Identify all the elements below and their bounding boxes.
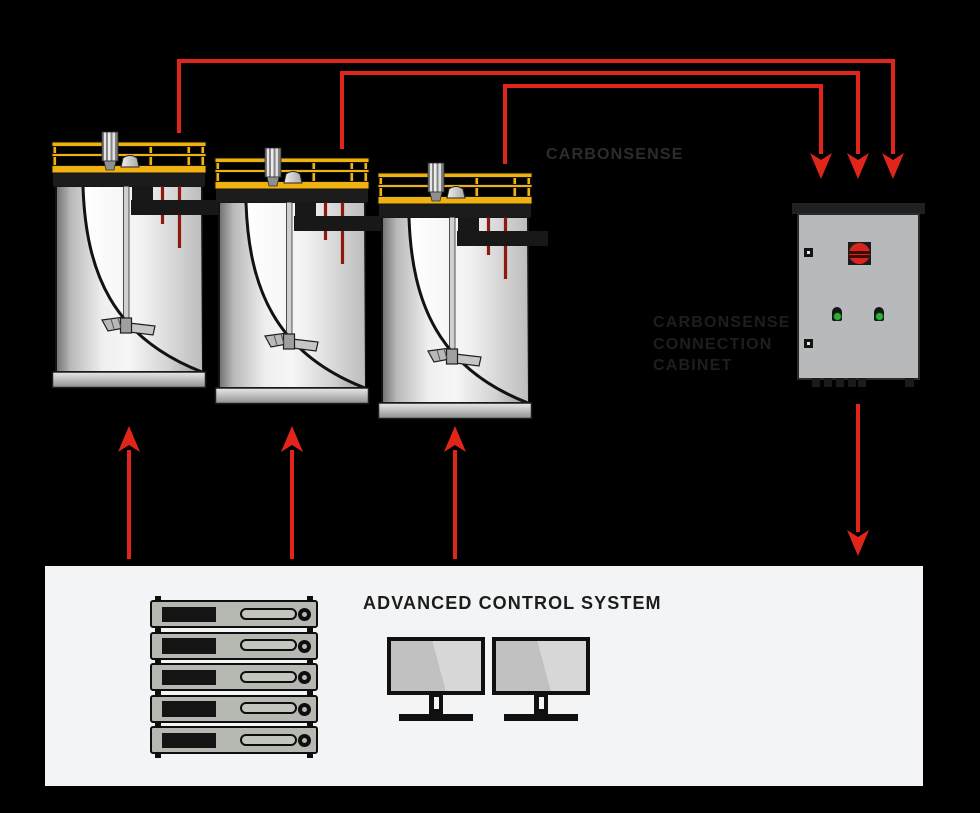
tank-3 xyxy=(376,161,550,421)
monitor-base xyxy=(399,714,473,721)
monitor-screen xyxy=(492,637,590,695)
monitor-screen xyxy=(387,637,485,695)
indicator-light-1 xyxy=(832,307,842,321)
connection-cabinet xyxy=(792,203,925,393)
server-unit xyxy=(150,627,318,664)
cabinet-door xyxy=(797,213,920,380)
control-system-title: ADVANCED CONTROL SYSTEM xyxy=(363,593,662,613)
indicator-light-2 xyxy=(874,307,884,321)
server-power-knob xyxy=(298,734,311,747)
rack-ear xyxy=(155,753,161,758)
control-system-panel: ADVANCED CONTROL SYSTEM xyxy=(45,566,923,786)
main-switch-knob xyxy=(849,243,870,264)
rack-ear xyxy=(307,596,313,601)
connection-tank3-to-cabinet xyxy=(503,84,823,164)
carbonsense-label: CARBONSENSE xyxy=(546,146,684,163)
cabinet-top-bar xyxy=(792,203,925,214)
tank-1 xyxy=(50,130,224,390)
rack-ear xyxy=(155,722,161,727)
server-rack xyxy=(150,596,318,758)
rack-ear xyxy=(155,596,161,601)
cabinet-label: CARBONSENSE CONNECTION CABINET xyxy=(653,312,791,377)
rack-ear xyxy=(155,659,161,664)
arrowhead-into-cabinet-left xyxy=(810,153,832,179)
server-vent-panel xyxy=(162,701,216,717)
server-drive-bay xyxy=(240,702,297,714)
main-switch-plate xyxy=(848,242,871,265)
door-hinge-top xyxy=(804,248,813,257)
monitor-base xyxy=(504,714,578,721)
server-unit xyxy=(150,659,318,695)
rack-ear xyxy=(307,659,313,664)
cabinet-gland xyxy=(812,378,820,387)
server-drive-bay xyxy=(240,733,297,746)
tanks xyxy=(50,130,550,421)
rack-ear xyxy=(307,690,313,696)
server-power-knob xyxy=(298,671,311,684)
server-power-knob xyxy=(298,702,311,716)
arrowhead-into-cabinet-right xyxy=(882,153,904,179)
cabinet-label-line2: CONNECTION xyxy=(653,335,773,353)
rack-ear xyxy=(307,753,313,758)
arrowhead-into-control-system xyxy=(847,530,869,556)
server-drive-bay xyxy=(240,670,297,683)
arrowhead-to-tank1 xyxy=(118,426,140,452)
server-power-knob xyxy=(298,608,311,621)
server-unit xyxy=(150,722,318,758)
rack-ear xyxy=(155,690,161,696)
cabinet-gland xyxy=(905,378,914,387)
cabinet-gland xyxy=(848,378,856,387)
server-vent-panel xyxy=(162,638,216,654)
connection-tank1-to-cabinet xyxy=(177,59,895,154)
cabinet-gland xyxy=(836,378,844,387)
rack-ear xyxy=(155,627,161,633)
server-vent-panel xyxy=(162,606,216,622)
connections-layer xyxy=(118,59,904,559)
server-drive-bay xyxy=(240,639,297,651)
monitor xyxy=(387,637,485,723)
switch-handle xyxy=(849,255,870,258)
arrowhead-to-tank2 xyxy=(281,426,303,452)
connection-tank2-to-cabinet xyxy=(340,71,860,154)
cabinet-label-line3: CABINET xyxy=(653,357,733,374)
arrowhead-into-cabinet-middle xyxy=(847,153,869,179)
server-unit xyxy=(150,596,318,632)
cabinet-label-line1: CARBONSENSE xyxy=(653,314,791,331)
monitors xyxy=(387,637,647,727)
switch-handle xyxy=(849,251,870,254)
arrowhead-to-tank3 xyxy=(444,426,466,452)
door-hinge-bottom xyxy=(804,339,813,348)
cabinet-gland xyxy=(824,378,832,387)
server-unit xyxy=(150,690,318,727)
rack-ear xyxy=(307,627,313,633)
server-vent-panel xyxy=(162,669,216,685)
monitor xyxy=(492,637,590,723)
server-vent-panel xyxy=(162,732,216,748)
cabinet-gland xyxy=(858,378,866,387)
server-power-knob xyxy=(298,639,311,653)
monitor-neck xyxy=(429,695,443,716)
tank-2 xyxy=(213,146,387,406)
server-drive-bay xyxy=(240,607,297,620)
rack-ear xyxy=(307,722,313,727)
monitor-neck xyxy=(534,695,548,716)
